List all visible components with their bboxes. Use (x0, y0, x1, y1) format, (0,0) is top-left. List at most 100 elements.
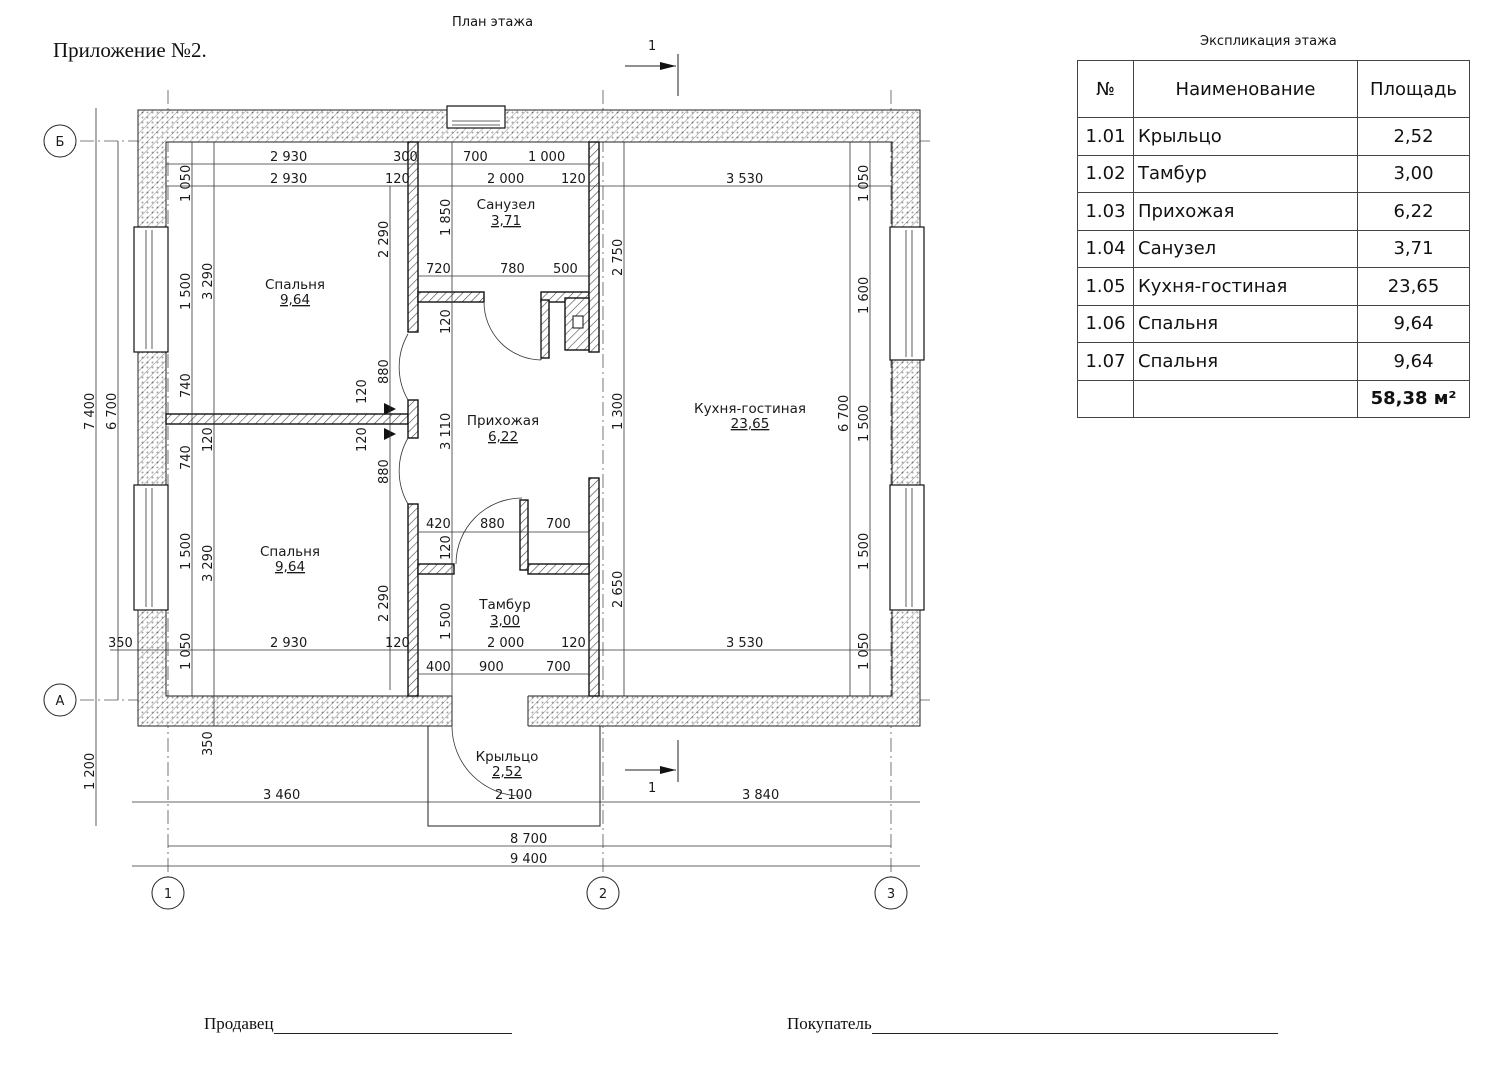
header-area: Площадь (1357, 60, 1470, 118)
table-total-row: 58,38 м² (1077, 379, 1470, 418)
dim-text: 880 (377, 459, 392, 484)
room-name-kitchen: Кухня-гостиная (694, 401, 806, 417)
dim-text: 1 050 (857, 633, 872, 670)
table-row: 1.01 Крыльцо 2,52 (1077, 117, 1470, 156)
dim-text: 6 700 (837, 395, 852, 432)
room-name-bathroom: Санузел (477, 197, 536, 213)
dim-text: 120 (561, 172, 586, 187)
axis-bubble-1 (151, 876, 185, 910)
dim-text: 120 (201, 427, 216, 452)
axis-bubble-2 (586, 876, 620, 910)
door-swing-bathroom (483, 301, 542, 361)
dim-text: 3 290 (201, 545, 216, 582)
row-area: 3,71 (1357, 229, 1470, 268)
buyer-signature-line[interactable] (871, 1015, 1278, 1034)
row-name: Прихожая (1133, 192, 1358, 231)
room-area-kitchen: 23,65 (731, 416, 770, 432)
total-area: 58,38 м² (1357, 379, 1470, 418)
dim-text: 2 930 (270, 636, 307, 651)
dim-text: 2 930 (270, 150, 307, 165)
dim-text: 2 000 (487, 172, 524, 187)
explication-header-row: № Наименование Площадь (1077, 60, 1470, 118)
section-label-top: 1 (648, 39, 656, 54)
dim-text: 500 (553, 262, 578, 277)
vent-top (446, 105, 506, 129)
section-arrowhead (660, 766, 676, 774)
room-area-bathroom: 3,71 (491, 213, 521, 229)
row-name: Тамбур (1133, 154, 1358, 193)
dim-text: 2 100 (495, 788, 532, 803)
dim-text: 120 (439, 309, 454, 334)
row-area: 2,52 (1357, 117, 1470, 156)
row-number: 1.07 (1077, 342, 1134, 381)
dim-text: 1 850 (439, 199, 454, 236)
dim-text: 8 700 (510, 832, 547, 847)
dim-text: 400 (426, 660, 451, 675)
dim-text: 3 840 (742, 788, 779, 803)
dim-text: 880 (480, 517, 505, 532)
dim-text: 7 400 (83, 393, 98, 430)
wall-bedroom-stub (407, 399, 419, 439)
entrance-opening (452, 692, 528, 730)
header-name: Наименование (1133, 60, 1358, 118)
table-row: 1.03 Прихожая 6,22 (1077, 192, 1470, 231)
dim-text: 1 050 (179, 633, 194, 670)
porch (427, 726, 601, 827)
header-number: № (1077, 60, 1134, 118)
table-row: 1.06 Спальня 9,64 (1077, 304, 1470, 343)
windows (133, 105, 925, 611)
row-number: 1.02 (1077, 154, 1134, 193)
row-area: 6,22 (1357, 192, 1470, 231)
window-kitchen-bottom (889, 484, 925, 611)
dim-text: 1 500 (857, 405, 872, 442)
dimension-texts: 2 930 300 700 1 000 2 930 120 2 000 120 … (83, 150, 872, 867)
wall-bedroom-bottom-east (407, 503, 419, 697)
dim-text: 3 530 (726, 636, 763, 651)
dim-text: 900 (479, 660, 504, 675)
total-empty (1077, 379, 1134, 418)
dim-text: 2 930 (270, 172, 307, 187)
row-name: Спальня (1133, 342, 1358, 381)
room-area-porch: 2,52 (492, 764, 522, 780)
dim-text: 120 (439, 535, 454, 560)
seller-signature: Продавец (204, 1014, 512, 1034)
dim-text: 120 (385, 636, 410, 651)
section-label-bottom: 1 (648, 781, 656, 796)
room-area-bedroom-top: 9,64 (280, 292, 310, 308)
internal-walls (165, 141, 600, 697)
buyer-label: Покупатель (787, 1014, 872, 1033)
axis-label-3: 3 (887, 887, 895, 902)
room-name-hallway: Прихожая (467, 413, 539, 429)
dim-text: 120 (385, 172, 410, 187)
axis-label-2: 2 (599, 887, 607, 902)
axis-label-b: Б (56, 135, 65, 150)
row-number: 1.01 (1077, 117, 1134, 156)
seller-signature-line[interactable] (273, 1015, 512, 1034)
dim-text: 1 500 (857, 533, 872, 570)
window-bedroom-bottom (133, 484, 169, 611)
room-name-bedroom-bottom: Спальня (260, 544, 320, 560)
dim-text: 300 (393, 150, 418, 165)
dim-text: 700 (463, 150, 488, 165)
row-name: Санузел (1133, 229, 1358, 268)
wall-vestibule-door-jamb (519, 499, 529, 571)
axis-label-1: 1 (164, 887, 172, 902)
dim-text: 780 (500, 262, 525, 277)
explication-table: № Наименование Площадь 1.01 Крыльцо 2,52… (1077, 60, 1470, 418)
dim-text: 880 (377, 359, 392, 384)
window-kitchen-top (889, 226, 925, 361)
table-row: 1.07 Спальня 9,64 (1077, 342, 1470, 381)
dim-text: 1 600 (857, 277, 872, 314)
dim-text: 120 (355, 427, 370, 452)
door-swing-entrance (451, 725, 523, 797)
plan-title: План этажа (452, 15, 534, 30)
door-swing-bedroom-bottom (398, 437, 409, 505)
dim-text: 350 (108, 636, 133, 651)
wall-bedrooms-divider (165, 413, 409, 425)
explication-title: Экспликация этажа (1200, 34, 1337, 49)
section-arrowhead (660, 62, 676, 70)
dim-text: 3 460 (263, 788, 300, 803)
wall-kitchen-west-top (588, 141, 600, 353)
chimney (564, 297, 590, 351)
room-area-bedroom-bottom: 9,64 (275, 559, 305, 575)
